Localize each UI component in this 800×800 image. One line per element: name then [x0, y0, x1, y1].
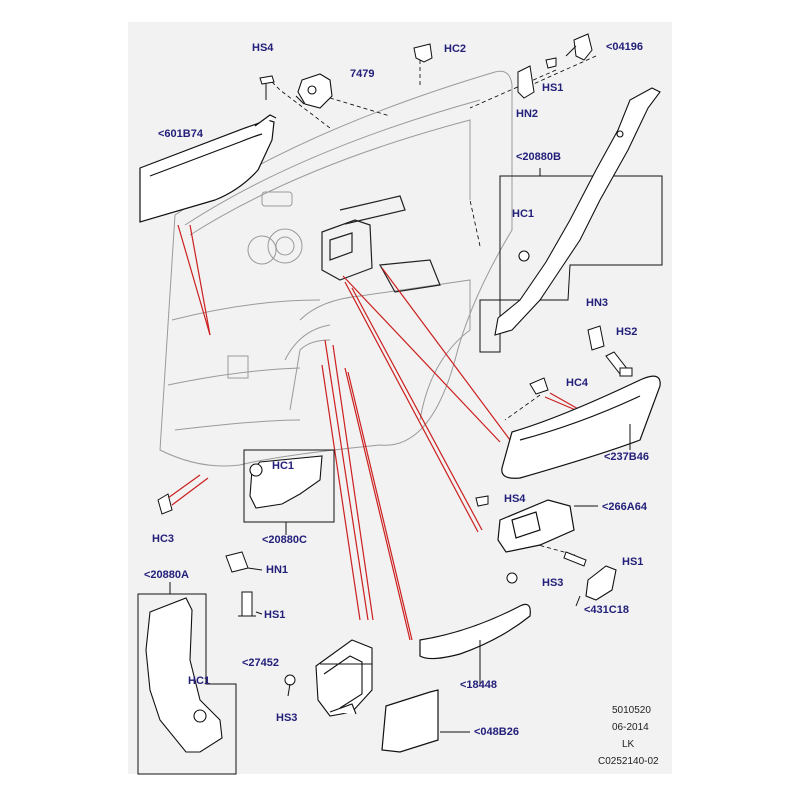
- red-leaders: [167, 224, 581, 641]
- callout-18448: <18448: [460, 679, 498, 691]
- part-20880a: [145, 597, 223, 753]
- nut-hn3: [587, 325, 605, 351]
- callout-266a64: <266A64: [602, 501, 647, 513]
- part-04196: [565, 33, 593, 61]
- box-20880a: [137, 593, 237, 775]
- box-20880c: [243, 449, 335, 523]
- screw-hs4-mid: [475, 495, 489, 507]
- part-7479: [295, 73, 333, 109]
- part-048b26: [381, 689, 439, 753]
- clip-hc4: [529, 377, 549, 395]
- callout-hs1-mid: HS1: [622, 556, 644, 568]
- callout-048b26: <048B26: [474, 726, 519, 738]
- callout-431c18: <431C18: [584, 604, 629, 616]
- callout-hn2: HN2: [516, 108, 539, 120]
- callout-20880a: <20880A: [144, 569, 189, 581]
- callout-hn3: HN3: [586, 297, 609, 309]
- callout-hc1-c: HC1: [272, 460, 295, 472]
- callout-hc4: HC4: [566, 377, 589, 389]
- callout-hc1-b: HC1: [512, 208, 535, 220]
- clip-hc3: [157, 493, 173, 515]
- footer-code: 5010520: [612, 705, 651, 716]
- footer-drawing-number: C0252140-02: [598, 756, 659, 767]
- callout-hs3-mid: HS3: [542, 577, 564, 589]
- screw-hs2: [605, 351, 633, 377]
- callout-20880c: <20880C: [262, 534, 307, 546]
- screw-hs3-low: [284, 674, 296, 697]
- callout-04196: <04196: [606, 41, 644, 53]
- nut-hn2: [517, 65, 535, 99]
- clip-hc2: [413, 43, 433, 63]
- screw-hs4-top: [259, 75, 275, 100]
- callout-hc1-a: HC1: [188, 675, 211, 687]
- callout-27452: <27452: [242, 657, 280, 669]
- callout-hn1: HN1: [266, 564, 289, 576]
- screw-hs1-low: [238, 591, 256, 617]
- part-20880b: [494, 87, 661, 336]
- callout-hs2: HS2: [616, 326, 638, 338]
- part-431c18: [585, 565, 617, 601]
- callout-7479: 7479: [350, 68, 375, 80]
- callout-hs1-low: HS1: [264, 609, 286, 621]
- screw-hs1-top: [545, 57, 557, 69]
- part-27452: [315, 639, 373, 717]
- screw-hs1-mid: [563, 551, 587, 567]
- part-20880c: [249, 455, 323, 509]
- callout-20880b: <20880B: [516, 151, 561, 163]
- callout-lines: [247, 424, 631, 733]
- callout-hc2: HC2: [444, 43, 467, 55]
- part-266a64: [497, 499, 575, 553]
- callout-hs4-mid: HS4: [504, 493, 526, 505]
- part-237b46: [501, 375, 661, 479]
- screw-hs3-mid: [506, 572, 518, 584]
- callout-601b74: <601B74: [158, 128, 203, 140]
- door-trim-panel: [159, 70, 513, 467]
- nut-hn1: [225, 551, 249, 573]
- callout-hs1-top: HS1: [542, 82, 564, 94]
- callout-hs4-top: HS4: [252, 42, 274, 54]
- callout-hc3: HC3: [152, 533, 175, 545]
- box-20880b: [479, 175, 663, 353]
- callout-hs3-low: HS3: [276, 712, 298, 724]
- part-18448: [419, 603, 531, 660]
- callout-237b46: <237B46: [604, 451, 649, 463]
- footer-region: LK: [622, 739, 635, 750]
- panel-switch-pack: [321, 195, 441, 293]
- part-601b74: [139, 114, 277, 223]
- footer-date: 06-2014: [612, 722, 649, 733]
